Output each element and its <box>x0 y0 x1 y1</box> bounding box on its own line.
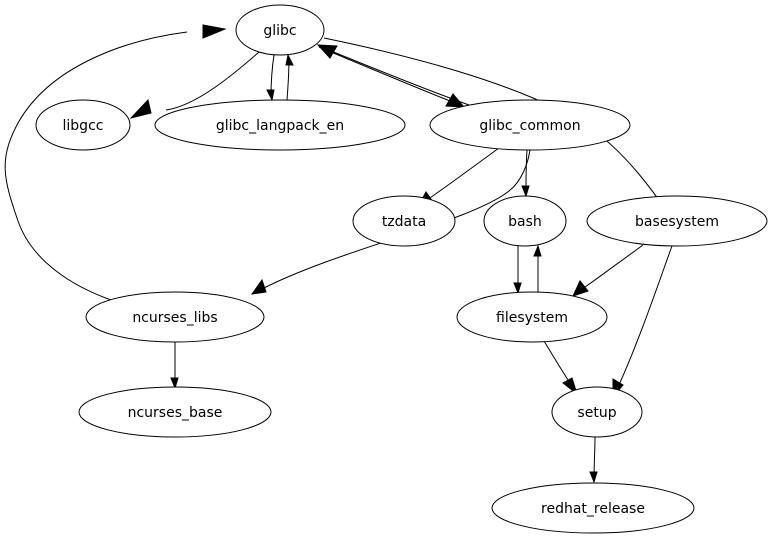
edge-line <box>318 46 451 102</box>
edge-line <box>617 245 673 388</box>
edge-ncurses_libs-to-ncurses_base <box>170 342 179 390</box>
edge-glibc_common-to-glibc <box>316 44 470 106</box>
arrowhead-icon <box>445 93 466 108</box>
edge-basesystem-to-setup <box>612 245 673 399</box>
arrowhead-icon <box>266 89 275 102</box>
edge-glibc_common-to-tzdata <box>416 147 500 208</box>
edge-filesystem-to-setup <box>543 340 578 396</box>
node-setup[interactable]: setup <box>551 386 643 438</box>
arrowhead-icon <box>562 377 578 396</box>
edge-glibc_langpack_en-to-glibc <box>285 53 294 101</box>
node-shape[interactable] <box>85 291 265 343</box>
edge-line <box>580 244 644 291</box>
arrowhead-icon <box>129 98 152 119</box>
edge-setup-to-redhat_release <box>589 436 598 484</box>
edge-line <box>330 50 470 106</box>
node-shape[interactable] <box>491 482 695 534</box>
node-shape[interactable] <box>429 99 631 151</box>
node-shape[interactable] <box>154 99 406 151</box>
arrowhead-icon <box>513 282 522 295</box>
arrowhead-icon <box>250 278 267 295</box>
node-shape[interactable] <box>352 195 456 247</box>
edge-line <box>165 51 260 111</box>
node-filesystem[interactable]: filesystem <box>456 291 608 343</box>
edge-bash-to-filesystem <box>513 246 522 295</box>
arrowhead-icon <box>316 44 338 59</box>
arrowhead-icon <box>285 53 294 66</box>
node-glibc_langpack_en[interactable]: glibc_langpack_en <box>154 99 406 151</box>
nodes-layer: glibc libgcc glibc_langpack_en glibc_common… <box>35 4 768 534</box>
node-ncurses_base[interactable]: ncurses_base <box>78 386 272 438</box>
edge-line <box>261 149 531 290</box>
node-shape[interactable] <box>456 291 608 343</box>
node-shape[interactable] <box>483 195 567 247</box>
node-glibc_common[interactable]: glibc_common <box>429 99 631 151</box>
node-basesystem[interactable]: basesystem <box>586 195 768 247</box>
node-glibc[interactable]: glibc <box>235 4 325 56</box>
arrowhead-icon <box>589 471 598 484</box>
arrowhead-icon <box>202 24 227 39</box>
edge-ncurses_libs-to-glibc <box>4 24 227 301</box>
arrowhead-icon <box>572 280 589 297</box>
edge-line <box>4 31 188 301</box>
arrowhead-icon <box>521 185 530 198</box>
edge-glibc_common-to-bash <box>521 149 530 198</box>
edge-basesystem-to-filesystem <box>572 244 644 297</box>
node-bash[interactable]: bash <box>483 195 567 247</box>
node-redhat_release[interactable]: redhat_release <box>491 482 695 534</box>
node-shape[interactable] <box>35 99 131 151</box>
node-shape[interactable] <box>78 386 272 438</box>
edge-glibc_common-to-ncurses_libs <box>250 149 531 295</box>
node-libgcc[interactable]: libgcc <box>35 99 131 151</box>
edge-glibc-to-glibc_common <box>318 46 466 108</box>
edge-line <box>543 340 573 387</box>
arrowhead-icon <box>533 244 542 257</box>
edges-layer <box>4 24 674 484</box>
edge-glibc-to-glibc_langpack_en <box>266 54 275 102</box>
arrowhead-icon <box>170 377 179 390</box>
node-tzdata[interactable]: tzdata <box>352 195 456 247</box>
edge-glibc-to-libgcc <box>129 51 260 119</box>
node-shape[interactable] <box>586 195 768 247</box>
node-ncurses_libs[interactable]: ncurses_libs <box>85 291 265 343</box>
node-shape[interactable] <box>235 4 325 56</box>
edge-line <box>426 147 500 201</box>
node-shape[interactable] <box>551 386 643 438</box>
edge-filesystem-to-bash <box>533 244 542 292</box>
